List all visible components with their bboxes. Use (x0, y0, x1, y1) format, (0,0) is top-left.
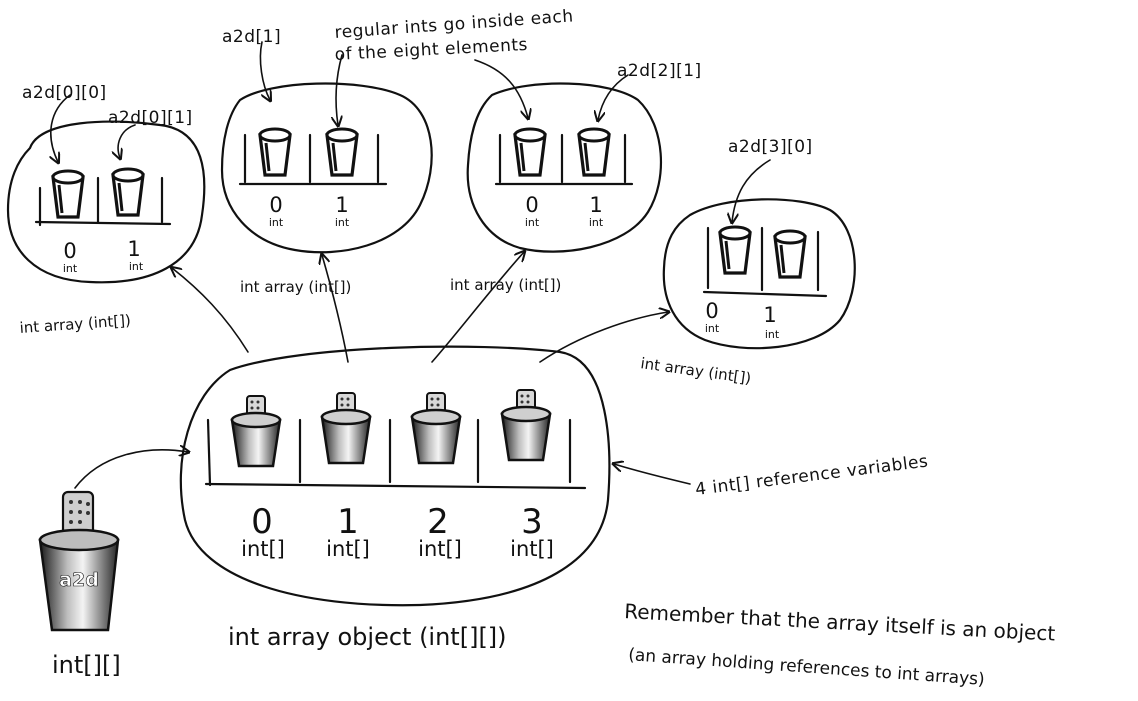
inner-2-index-1: 1 (589, 193, 602, 217)
connectors (51, 41, 771, 489)
variable-name: a2d (59, 569, 99, 591)
outer-type-3: int[] (510, 537, 554, 561)
outer-type-0: int[] (241, 537, 285, 561)
inner-0-type-0: int (63, 262, 78, 275)
annotation-a2d-3-0: a2d[3][0] (728, 137, 813, 157)
inner-3-index-1: 1 (763, 303, 776, 327)
outer-type-2: int[] (418, 537, 462, 561)
annotation-a2d-0-1: a2d[0][1] (108, 108, 193, 128)
inner-0-type-1: int (129, 260, 144, 273)
inner-0-index-1: 1 (127, 237, 140, 261)
annotation-a2d-1: a2d[1] (222, 27, 281, 47)
inner-3-label: int array (int[]) (639, 354, 752, 387)
outer-index-0: 0 (251, 502, 273, 542)
outer-index-3: 3 (521, 502, 543, 542)
outer-index-2: 2 (427, 502, 449, 542)
outer-type-1: int[] (326, 537, 370, 561)
inner-1-label: int array (int[]) (240, 278, 351, 296)
inner-1-index-0: 0 (269, 193, 282, 217)
note-line1: Remember that the array itself is an obj… (624, 599, 1056, 646)
inner-2-type-0: int (525, 216, 540, 229)
outer-array-labels: 0 int[] 1 int[] 2 int[] 3 int[] int arra… (228, 502, 554, 651)
inner-2-label: int array (int[]) (450, 276, 561, 294)
annotation-reference-variables: 4 int[] reference variables (694, 452, 929, 500)
outer-array-object (179, 345, 611, 607)
outer-index-1: 1 (337, 502, 359, 542)
inner-2-type-1: int (589, 216, 604, 229)
inner-1-type-1: int (335, 216, 350, 229)
annotation-a2d-0-0: a2d[0][0] (22, 83, 107, 103)
inner-array-3-labels: 0 int 1 int int array (int[]) (639, 299, 779, 387)
inner-3-index-0: 0 (705, 299, 718, 323)
inner-array-2 (466, 82, 663, 253)
inner-array-3 (662, 198, 856, 350)
annotation-regular-ints-line1: regular ints go inside each (334, 6, 574, 43)
variable-type: int[][] (52, 651, 121, 679)
inner-0-index-0: 0 (63, 239, 76, 263)
inner-array-2-labels: 0 int 1 int int array (int[]) (450, 193, 604, 294)
inner-array-1 (220, 82, 433, 254)
note-line2: (an array holding references to int arra… (628, 645, 986, 690)
inner-0-label: int array (int[]) (19, 311, 131, 337)
inner-3-type-1: int (765, 328, 780, 341)
annotation-a2d-2-1: a2d[2][1] (617, 61, 702, 81)
outer-array-label: int array object (int[][]) (228, 623, 507, 651)
inner-array-1-labels: 0 int 1 int int array (int[]) (240, 193, 351, 296)
a2d-variable-cup: a2d (38, 490, 120, 632)
inner-2-index-0: 0 (525, 193, 538, 217)
inner-array-0-labels: 0 int 1 int int array (int[]) (19, 237, 144, 337)
inner-3-type-0: int (705, 322, 720, 335)
inner-1-index-1: 1 (335, 193, 348, 217)
inner-1-type-0: int (269, 216, 284, 229)
inner-array-0 (6, 120, 206, 284)
